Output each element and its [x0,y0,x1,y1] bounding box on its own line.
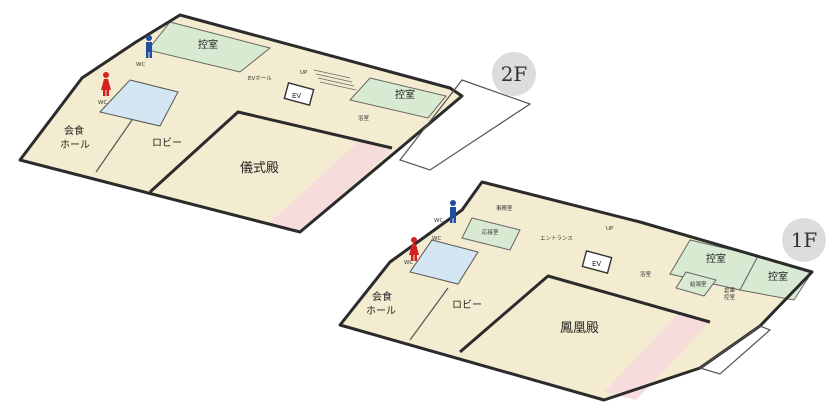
bath-label-2f: 浴室 [358,114,370,122]
floor-1f-base [340,182,812,400]
kaishoku-label-2f-a: 会食 [64,124,84,137]
floor-1f: 事務室 応接室 エントランス 控室 控室 会食 ホール ロビー 鳳凰殿 EV W… [338,180,814,402]
female-icon-1f [409,237,419,261]
outer-wall-1f [338,180,814,402]
kaishoku-label-1f-a: 会食 [372,290,392,303]
soko-label-1f-b: 控室 [724,293,736,301]
wc-male-label-2f: WC [136,62,145,68]
kaishoku-label-1f-b: ホール [366,305,396,317]
lobby-label-2f: ロビー [152,137,182,149]
ev-hall-label-2f: EVホール [248,75,272,82]
jimu-label-1f: 事務室 [496,204,513,212]
updown-label-2f: UP [300,70,308,76]
soko-label-1f: 倉庫 [724,286,736,294]
floor-badge-1f: 1F [782,218,826,262]
hikae-label-2f-2: 控室 [395,88,415,101]
lobby-divider-2f [95,119,133,173]
kyuto-label-1f: 給湯室 [690,280,707,288]
stage-1f [604,314,710,400]
wc-area-2f [99,79,179,127]
male-icon-2f [146,35,152,58]
wc-female-label-2f: WC [98,100,107,106]
wc-area-1f [409,239,479,285]
annex-1f [698,325,772,375]
up-label-1f: UP [606,226,614,232]
kyuto-room-1f [675,271,717,297]
stair-2f [313,69,357,91]
hikae-label-1f-2: 控室 [768,270,788,283]
gishikiden-wall-2f [148,110,393,194]
floor-2f: 控室 控室 会食 ホール ロビー 儀式殿 EVホール EV WC WC 浴室 U… [18,13,532,234]
houoden-label-1f: 鳳凰殿 [560,321,599,336]
entrance-label-1f: エントランス [540,235,573,242]
hikae-room-2f-1 [147,21,272,73]
male-icon-1f [450,200,456,223]
osetsu-room-1f [461,217,521,251]
ev-box-1f [581,250,613,274]
ev-box-2f [283,82,315,106]
ev-label-1f: EV [592,260,601,268]
gishikiden-label-2f: 儀式殿 [240,161,279,176]
hikae-label-2f-1: 控室 [198,38,218,51]
stage-2f [268,142,392,232]
kaishoku-label-2f-b: ホール [60,139,90,151]
lobby-divider-1f [409,287,449,341]
hikae-room-2f-2 [349,77,447,119]
female-icon-2f [101,72,111,96]
floor-badge-2f: 2F [492,52,536,96]
houoden-wall-1f [459,274,711,354]
ev-label-2f: EV [292,92,301,100]
wc-male-label-1f: WC [434,218,443,224]
hikae-label-1f-1: 控室 [706,252,726,265]
osetsu-label-1f: 応接室 [482,228,499,236]
wc-female-label-1f: WC [404,260,413,266]
annex-2f [399,79,532,171]
wc-label-1f-b: WC [432,236,441,242]
bath-label-1f: 浴室 [640,270,652,278]
lobby-label-1f: ロビー [452,299,482,311]
